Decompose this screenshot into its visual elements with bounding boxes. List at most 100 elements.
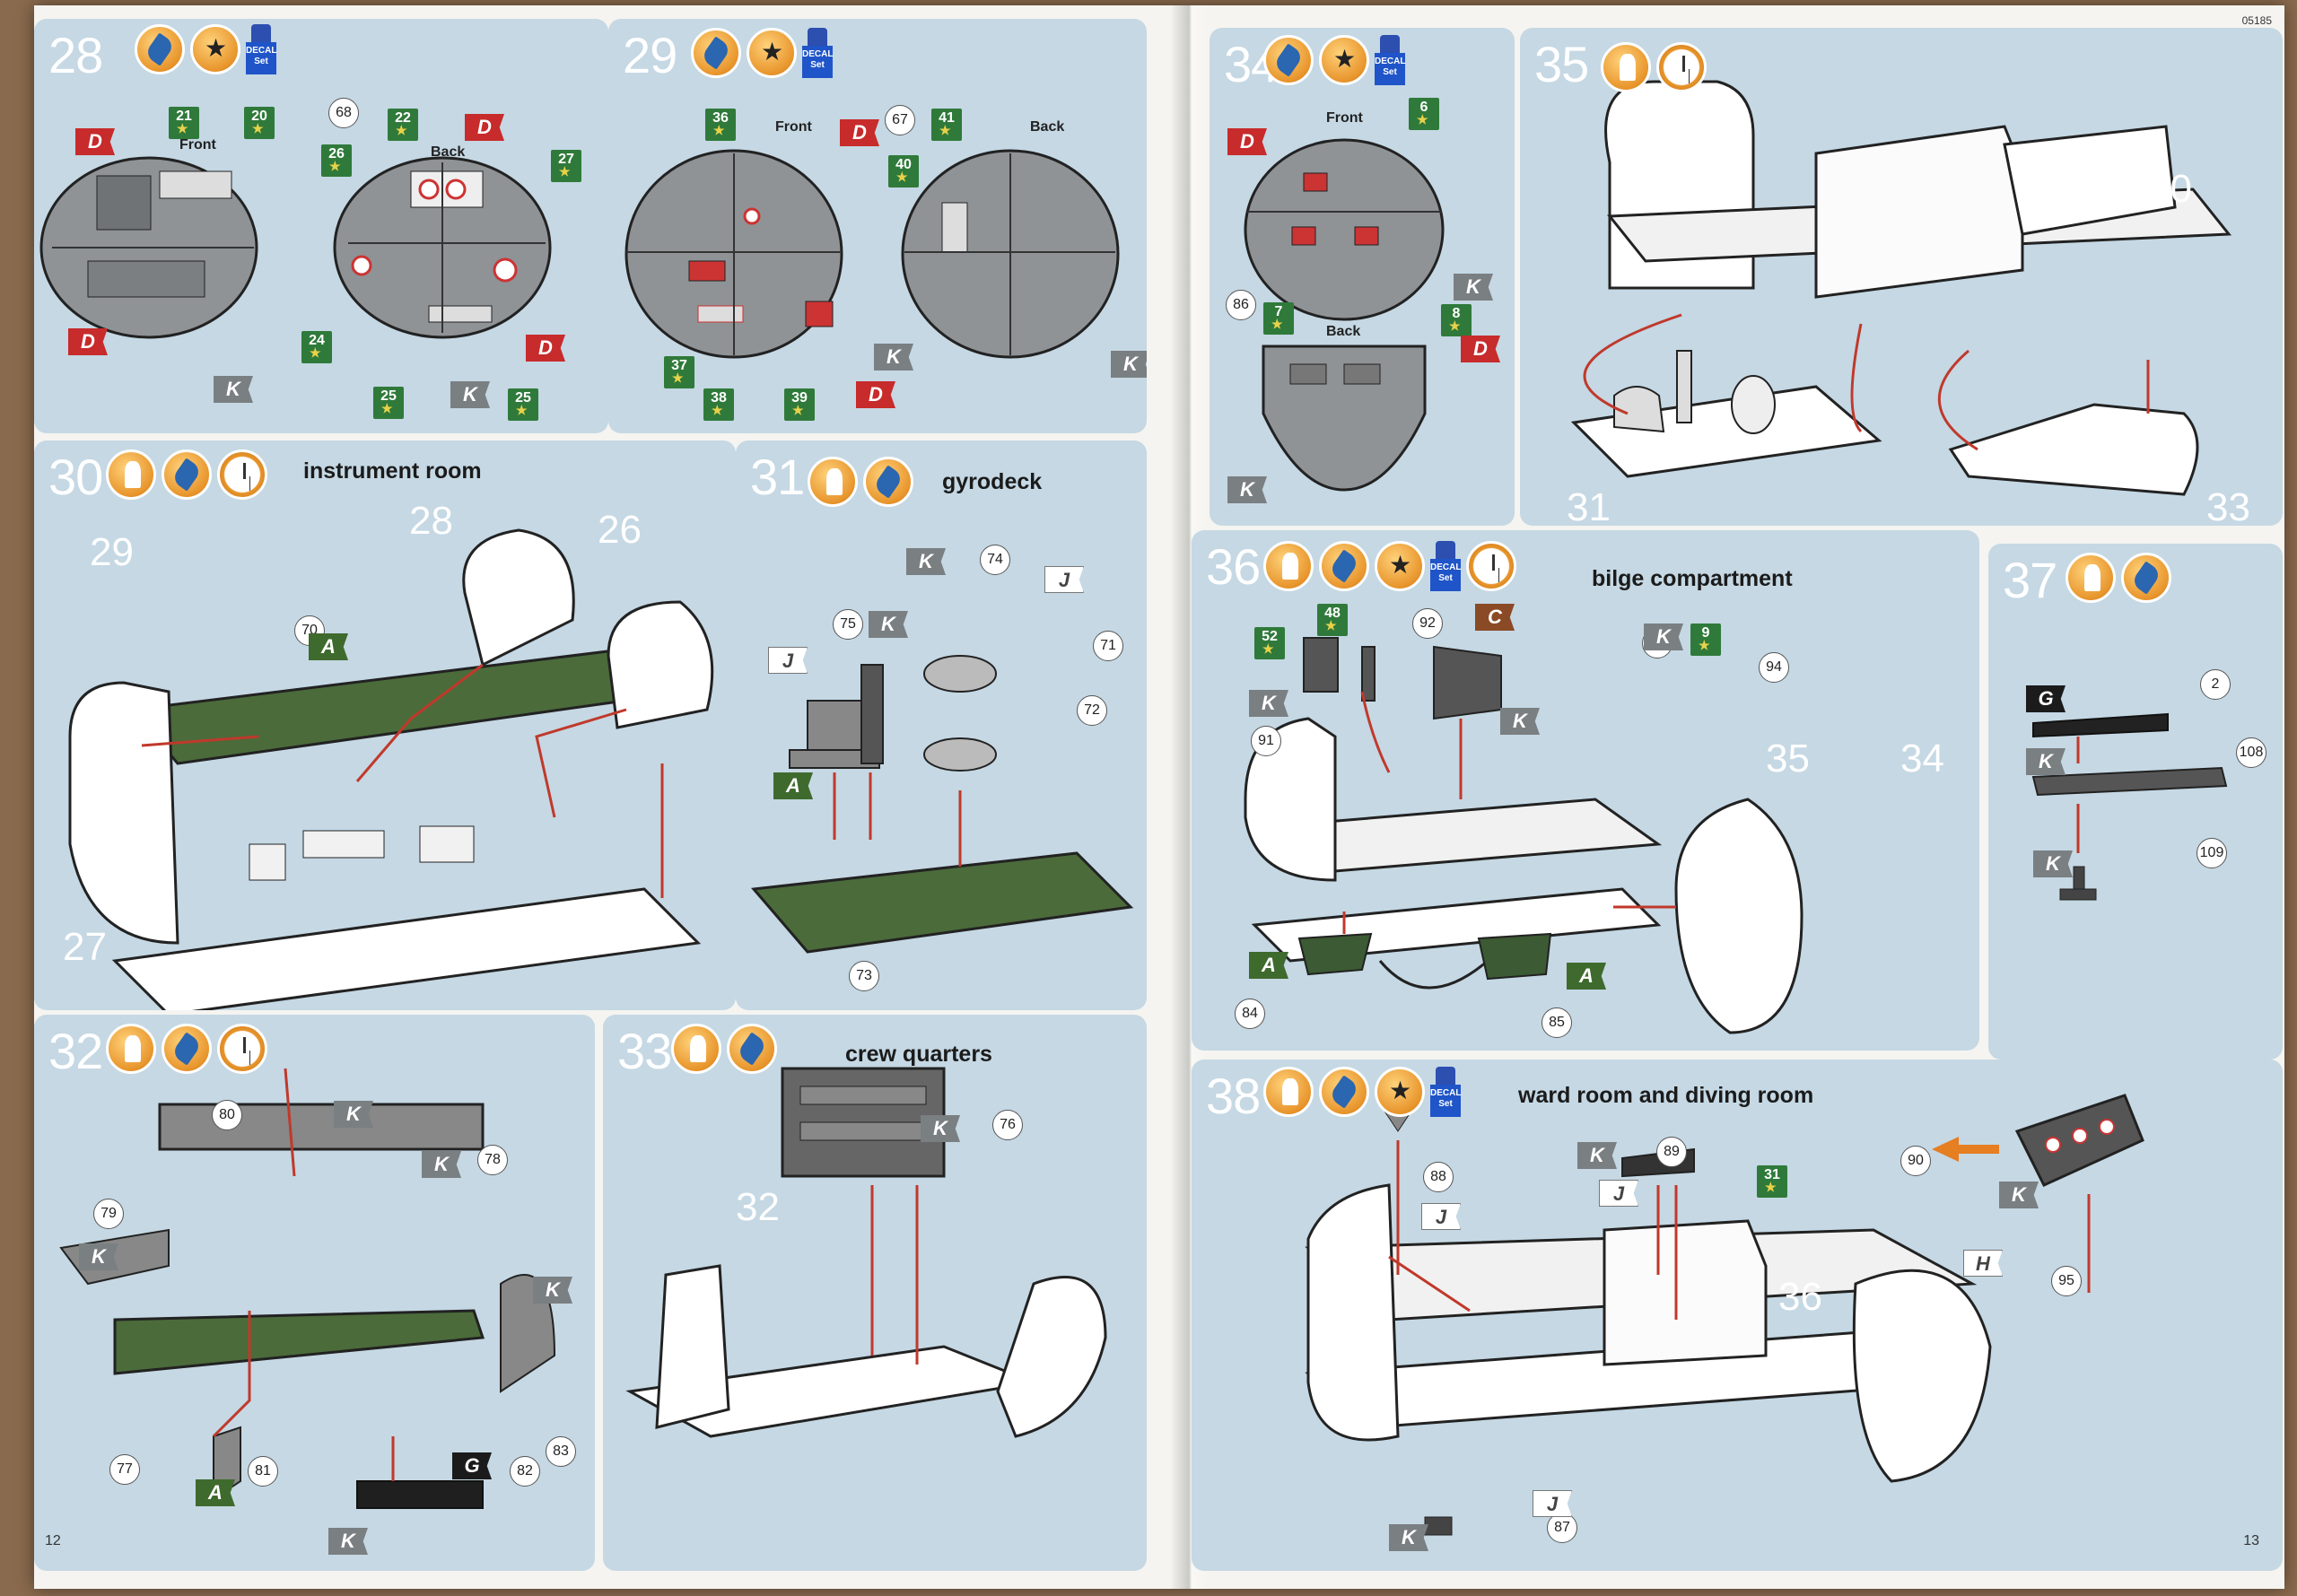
decal-number: 9 xyxy=(1690,624,1721,656)
step-number: 37 xyxy=(2003,552,2057,608)
paint-brush-icon xyxy=(1319,1067,1369,1117)
step-28-illustration xyxy=(39,156,552,339)
color-code-flag: D xyxy=(1461,336,1500,362)
glue-icon xyxy=(808,457,858,507)
paint-brush-icon xyxy=(1263,35,1314,85)
color-code-flag: K xyxy=(334,1101,373,1128)
color-code-flag: J xyxy=(1421,1203,1461,1230)
part-number: 88 xyxy=(1423,1162,1454,1192)
step-number: 31 xyxy=(750,449,805,505)
step-31-illustration xyxy=(751,655,1134,954)
color-code-flag: K xyxy=(869,611,908,638)
decal-number: 8 xyxy=(1441,304,1472,336)
decal-number: 52 xyxy=(1254,627,1285,659)
step-number: 28 xyxy=(48,27,103,83)
step-32-illustration xyxy=(59,1068,556,1509)
step-number: 30 xyxy=(48,449,103,505)
part-number: 75 xyxy=(833,609,863,640)
color-code-flag: J xyxy=(1044,566,1084,593)
color-code-flag: K xyxy=(2033,850,2073,877)
part-number: 92 xyxy=(1412,608,1443,639)
part-label: 27 xyxy=(63,925,107,969)
color-code-flag: A xyxy=(1249,952,1288,979)
step-35-panel: 35 30 31 33 xyxy=(1520,28,2283,526)
step-37-panel: 37 2 108 109 G K K xyxy=(1988,544,2283,1060)
color-code-flag: K xyxy=(79,1243,118,1270)
color-code-flag: K xyxy=(214,376,253,403)
part-number: 76 xyxy=(992,1110,1023,1140)
step-number: 33 xyxy=(617,1023,672,1079)
step-34-icons: DECAL Set xyxy=(1263,35,1405,87)
part-label: 33 xyxy=(2206,485,2250,526)
color-code-flag: K xyxy=(1249,690,1288,717)
step-37-illustration xyxy=(2031,712,2228,901)
step-33-illustration xyxy=(625,1067,1107,1438)
color-code-flag: K xyxy=(874,344,913,371)
part-number: 89 xyxy=(1656,1137,1687,1167)
star-decal-icon xyxy=(1319,35,1369,85)
part-label: 36 xyxy=(1778,1275,1822,1319)
decal-number: 36 xyxy=(705,109,736,141)
step-29-illustration xyxy=(624,149,1120,359)
color-code-flag: K xyxy=(1389,1524,1428,1551)
glue-icon xyxy=(106,1024,156,1074)
part-number: 74 xyxy=(980,545,1010,575)
step-30-panel: 30 instrument room 28 26 29 27 70 A xyxy=(34,440,736,1010)
step-33-panel: 33 crew quarters 32 76 K xyxy=(603,1015,1147,1571)
decal-number: 25 xyxy=(508,388,538,421)
color-code-flag: A xyxy=(1567,963,1606,990)
part-number: 68 xyxy=(328,98,359,128)
page-number-left: 12 xyxy=(45,1533,61,1548)
part-label: 26 xyxy=(598,508,642,552)
part-number: 67 xyxy=(885,105,915,135)
color-code-flag: K xyxy=(450,381,490,408)
step-36-illustration xyxy=(1244,637,1804,1034)
step-31-icons xyxy=(808,457,913,507)
step-35-icons xyxy=(1601,42,1707,92)
step-32-panel: 32 80 78 79 83 77 81 82 K K K K A K G 12 xyxy=(34,1015,595,1571)
color-code-flag: K xyxy=(921,1115,960,1142)
view-label-front: Front xyxy=(179,137,216,153)
decal-number: 40 xyxy=(888,155,919,188)
step-29-panel: 29 DECAL Set Front Back 67 36 40 41 37 3… xyxy=(608,19,1147,433)
page-number-right: 13 xyxy=(2243,1533,2259,1548)
part-label: 28 xyxy=(409,499,453,543)
step-caption: bilge compartment xyxy=(1592,566,1793,591)
view-label-back: Back xyxy=(431,144,466,160)
color-code-flag: K xyxy=(422,1151,461,1178)
decal-set-icon: DECAL Set xyxy=(1430,1067,1461,1119)
part-label: 31 xyxy=(1567,485,1611,526)
decal-number: 39 xyxy=(784,388,815,421)
part-number: 72 xyxy=(1077,695,1107,726)
glue-icon xyxy=(106,449,156,500)
part-number: 86 xyxy=(1226,290,1256,320)
step-29-icons: DECAL Set xyxy=(691,28,833,80)
step-31-panel: 31 gyrodeck 74 75 71 72 73 K K J J A xyxy=(736,440,1147,1010)
step-number: 36 xyxy=(1206,538,1261,595)
glue-icon xyxy=(1601,42,1651,92)
color-code-flag: D xyxy=(1227,128,1267,155)
step-33-icons xyxy=(671,1024,777,1074)
color-code-flag: J xyxy=(1533,1490,1572,1517)
part-label: 29 xyxy=(90,530,134,574)
step-caption: gyrodeck xyxy=(942,469,1043,494)
part-number: 94 xyxy=(1759,652,1789,683)
star-decal-icon xyxy=(190,24,240,74)
color-code-flag: D xyxy=(526,335,565,362)
color-code-flag: D xyxy=(840,119,879,146)
step-37-icons xyxy=(2066,553,2171,603)
part-number: 90 xyxy=(1900,1146,1931,1176)
color-code-flag: K xyxy=(1644,624,1683,650)
step-number: 38 xyxy=(1206,1068,1261,1124)
part-number: 80 xyxy=(212,1100,242,1130)
decal-number: 48 xyxy=(1317,604,1348,636)
decal-number: 21 xyxy=(169,107,199,139)
color-code-flag: K xyxy=(1500,708,1540,735)
part-number: 95 xyxy=(2051,1266,2082,1296)
decal-number: 27 xyxy=(551,150,581,182)
part-label: 32 xyxy=(736,1185,780,1229)
color-code-flag: K xyxy=(533,1277,572,1304)
glue-icon xyxy=(1263,541,1314,591)
color-code-flag: D xyxy=(75,128,115,155)
color-code-flag: A xyxy=(196,1479,235,1506)
